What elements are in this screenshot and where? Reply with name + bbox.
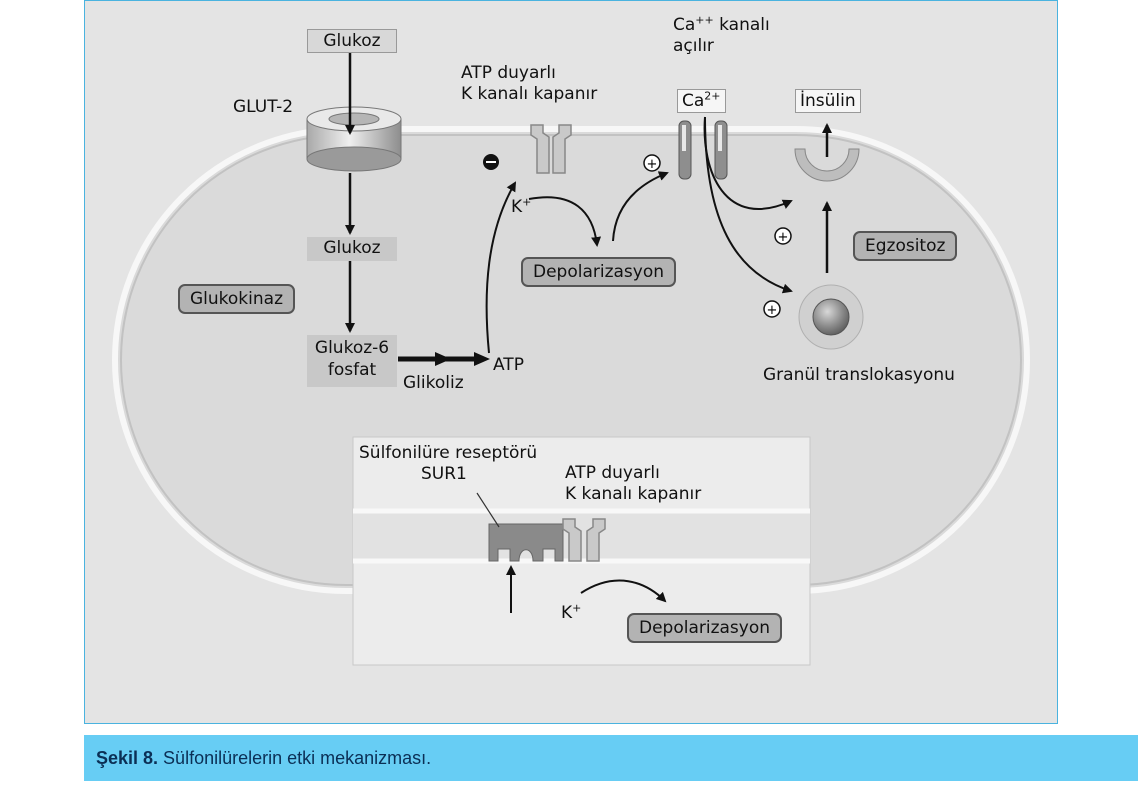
- inset-receptor-line2: SUR1: [421, 464, 467, 484]
- depolarization-pill: Depolarizasyon: [521, 257, 677, 287]
- ca-ion-symbol: Ca: [682, 91, 705, 111]
- ca-channel-prefix: Ca: [673, 15, 696, 35]
- arrow-atp-to-katp: [485, 181, 517, 354]
- inset-k-ion-label: K+: [561, 601, 582, 624]
- g6p-line2: fosfat: [327, 360, 377, 380]
- sur1-pointer-line: [476, 492, 500, 528]
- k-ion-label: K+: [511, 195, 532, 218]
- inset-katp-line2: K kanalı kapanır: [565, 484, 702, 504]
- caption-text: Sülfonilürelerin etki mekanizması.: [158, 748, 432, 768]
- ca-channel-line1: Ca++ kanalı: [673, 13, 770, 36]
- plus-circle-icon-gran: [763, 300, 781, 318]
- sur1-receptor-icon: [488, 523, 564, 562]
- arrow-depolarization-to-ca: [612, 171, 669, 242]
- k-ion-charge: +: [522, 195, 532, 209]
- atp-label: ATP: [493, 355, 524, 375]
- inset-katp-caption: ATP duyarlı K kanalı kapanır: [565, 463, 701, 505]
- plus-sign-gran: +: [767, 303, 778, 318]
- arrow-inset-k-to-depolarization: [580, 579, 667, 603]
- glut2-label: GLUT-2: [233, 97, 294, 117]
- figure-caption: Şekil 8. Sülfonilürelerin etki mekanizma…: [84, 735, 1138, 781]
- exocytosis-vesicle-icon: [794, 148, 860, 182]
- g6p-line1: Glukoz-6: [314, 338, 390, 358]
- katp-channel-icon: [530, 124, 572, 174]
- katp-caption: ATP duyarlı K kanalı kapanır: [461, 63, 597, 105]
- g6p-box: Glukoz-6 fosfat: [307, 335, 397, 387]
- glycolysis-label: Glikoliz: [403, 373, 464, 393]
- ca-channel-line2: açılır: [673, 36, 714, 56]
- inset-katp-channel-icon: [562, 518, 606, 562]
- insulin-box: İnsülin: [795, 89, 861, 113]
- exocytosis-pill: Egzositoz: [853, 231, 958, 261]
- arrow-k-to-depolarization: [528, 196, 602, 247]
- glucose-inside-box: Glukoz: [307, 237, 397, 261]
- inset-k-ion-charge: +: [572, 601, 582, 615]
- ca-ion-box: Ca2+: [677, 89, 726, 113]
- plus-sign-ca: +: [647, 157, 658, 172]
- inset-depolarization-pill: Depolarizasyon: [627, 613, 783, 643]
- k-ion-symbol: K: [511, 197, 523, 217]
- inset-k-ion-symbol: K: [561, 603, 573, 623]
- plus-circle-icon-exo: [774, 227, 792, 245]
- glycolysis-arrow: [398, 352, 490, 366]
- ca-channel-charge: ++: [695, 13, 714, 27]
- granule-core-icon: [812, 298, 850, 336]
- ca-channel-suffix: kanalı: [713, 15, 770, 35]
- katp-caption-line2: K kanalı kapanır: [461, 84, 598, 104]
- katp-caption-line1: ATP duyarlı: [461, 63, 556, 83]
- ca-channel-icon: [678, 120, 728, 180]
- inset-receptor-line1: Sülfonilüre reseptörü: [359, 443, 538, 463]
- figure-panel: + + +: [84, 0, 1058, 724]
- arrow-ca-to-granule: [704, 116, 793, 294]
- glucose-top-box: Glukoz: [307, 29, 397, 53]
- inset-katp-line1: ATP duyarlı: [565, 463, 660, 483]
- ca-ion-charge: 2+: [704, 89, 721, 103]
- inset-receptor-label: Sülfonilüre reseptörü SUR1: [359, 443, 537, 485]
- caption-label: Şekil 8.: [96, 748, 159, 768]
- plus-sign-exo: +: [778, 230, 789, 245]
- ca-channel-caption: Ca++ kanalı açılır: [673, 13, 770, 57]
- glucokinase-pill: Glukokinaz: [178, 284, 295, 314]
- glut2-transporter-icon: [306, 106, 402, 172]
- granule-translocation-label: Granül translokasyonu: [763, 365, 955, 385]
- plus-circle-icon-ca: [643, 154, 661, 172]
